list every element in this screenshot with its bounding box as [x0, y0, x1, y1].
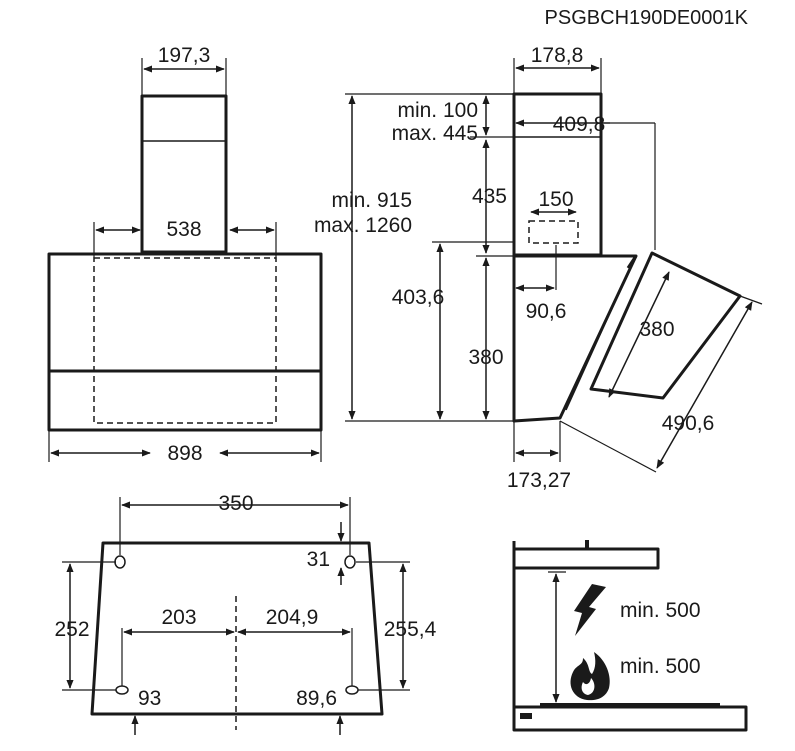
right-bottom-label: 89,6 — [296, 687, 337, 710]
chimney-outline — [140, 94, 228, 254]
hood-height-label: 380 — [468, 346, 503, 369]
left-height-label: 252 — [54, 618, 89, 641]
hood-body-outline — [47, 252, 323, 432]
outlet-offset-label: 90,6 — [526, 300, 567, 323]
bracket-spacing-label: 538 — [166, 218, 201, 241]
hood-icon — [512, 540, 660, 570]
right-to-center-label: 204,9 — [266, 606, 319, 629]
overall-depth-label: 409,8 — [553, 113, 606, 136]
flame-icon — [570, 652, 610, 701]
base-depth-label: 173,27 — [507, 469, 571, 492]
hidden-frame — [93, 257, 277, 424]
height-max-label: max. 1260 — [314, 214, 412, 237]
side-view: 178,8 min. 100 max. 445 409,8 435 150 mi… — [314, 44, 763, 492]
electric-hob-min-label: min. 500 — [620, 599, 701, 622]
mounting-hole-bottom-left — [115, 685, 129, 695]
hood-side-outline — [512, 254, 638, 423]
mounting-hole-top-right — [344, 555, 356, 569]
hood-width-label: 898 — [167, 442, 202, 465]
outlet-hidden — [528, 220, 579, 244]
gap-min-label: min. 100 — [397, 99, 478, 122]
lightning-icon — [574, 584, 606, 636]
chimney-width-label: 197,3 — [158, 44, 211, 67]
gas-hob-min-label: min. 500 — [620, 655, 701, 678]
panel-length-label: 490,6 — [662, 412, 715, 435]
chimney-depth-label: 178,8 — [531, 44, 584, 67]
front-view: 197,3 538 898 — [47, 44, 323, 465]
model-code: PSGBCH190DE0001K — [545, 7, 749, 29]
mounting-hole-top-left — [114, 555, 126, 569]
panel-length-dimension — [656, 301, 753, 469]
hole-spacing-label: 350 — [218, 492, 253, 515]
flame-inner-icon — [581, 678, 595, 695]
mounting-template: 350 31 252 255,4 203 204,9 93 89,6 — [54, 492, 437, 735]
hob-icon — [512, 703, 748, 732]
right-height-label: 255,4 — [384, 618, 437, 641]
outlet-width-label: 150 — [538, 188, 573, 211]
panel-height-label: 380 — [639, 318, 674, 341]
body-height-label: 403,6 — [392, 286, 445, 309]
mounting-hole-bottom-right — [345, 685, 359, 695]
template-outline — [90, 541, 384, 716]
clearance-diagram: min. 500 min. 500 — [512, 540, 748, 732]
left-to-center-label: 203 — [161, 606, 196, 629]
height-min-label: min. 915 — [331, 189, 412, 212]
gap-max-label: max. 445 — [392, 122, 478, 145]
chimney-lower-label: 435 — [472, 185, 507, 208]
left-bottom-label: 93 — [138, 687, 161, 710]
hole-offset-label: 31 — [307, 548, 330, 571]
panel-height-dimension — [608, 271, 670, 398]
